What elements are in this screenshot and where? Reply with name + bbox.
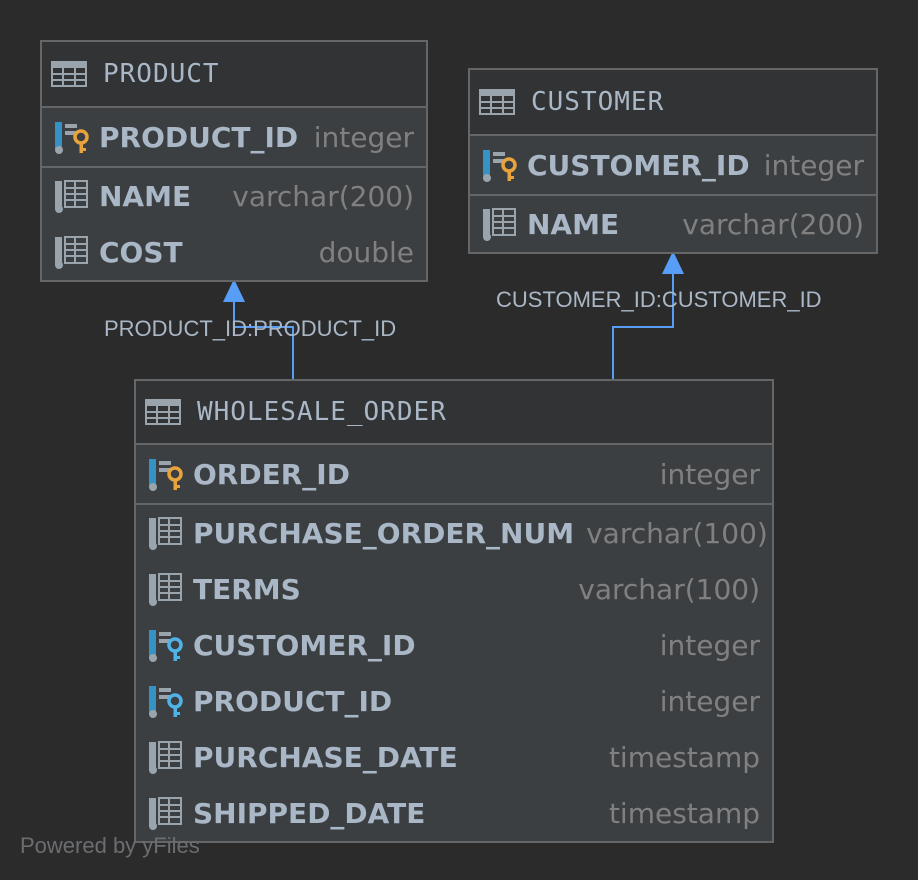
column-row[interactable]: PURCHASE_ORDER_NUM varchar(100) bbox=[136, 505, 772, 561]
column-row[interactable]: NAME varchar(200) bbox=[42, 168, 426, 224]
column-name: CUSTOMER_ID bbox=[193, 628, 416, 662]
relation-label-product: PRODUCT_ID:PRODUCT_ID bbox=[104, 316, 397, 341]
column-icon bbox=[147, 572, 185, 606]
column-type: varchar(200) bbox=[682, 207, 864, 241]
column-type: integer bbox=[659, 684, 760, 718]
column-row[interactable]: ORDER_ID integer bbox=[136, 445, 772, 503]
table-icon bbox=[479, 89, 515, 115]
primary-key-column-icon bbox=[481, 148, 519, 182]
entity-customer[interactable]: CUSTOMER CUSTOMER_ID integer NAME varcha… bbox=[468, 68, 878, 254]
column-row[interactable]: NAME varchar(200) bbox=[470, 196, 876, 252]
column-icon bbox=[53, 179, 91, 213]
column-row[interactable]: PURCHASE_DATE timestamp bbox=[136, 729, 772, 785]
column-type: integer bbox=[313, 120, 414, 154]
column-type: double bbox=[318, 235, 414, 269]
column-name: TERMS bbox=[193, 572, 301, 606]
column-type: timestamp bbox=[608, 796, 760, 830]
table-icon bbox=[145, 399, 181, 425]
relation-edge-customer[interactable] bbox=[612, 251, 684, 379]
arrowhead-icon bbox=[662, 251, 684, 274]
table-icon bbox=[51, 61, 87, 87]
column-row[interactable]: TERMS varchar(100) bbox=[136, 561, 772, 617]
column-type: integer bbox=[659, 628, 760, 662]
column-icon bbox=[147, 796, 185, 830]
column-name: PRODUCT_ID bbox=[99, 120, 299, 154]
entity-header: CUSTOMER bbox=[470, 70, 876, 136]
column-type: varchar(100) bbox=[586, 516, 768, 550]
foreign-key-column-icon bbox=[147, 684, 185, 718]
column-type: integer bbox=[763, 148, 864, 182]
column-icon bbox=[481, 207, 519, 241]
column-type: varchar(100) bbox=[578, 572, 760, 606]
entity-title: WHOLESALE_ORDER bbox=[197, 397, 447, 427]
column-name: PURCHASE_ORDER_NUM bbox=[193, 516, 575, 550]
column-row[interactable]: SHIPPED_DATE timestamp bbox=[136, 785, 772, 841]
column-icon bbox=[147, 516, 185, 550]
column-name: PRODUCT_ID bbox=[193, 684, 393, 718]
column-type: integer bbox=[659, 457, 760, 491]
relation-edge-product[interactable] bbox=[223, 279, 294, 379]
column-row[interactable]: CUSTOMER_ID integer bbox=[470, 136, 876, 194]
column-name: COST bbox=[99, 235, 183, 269]
watermark: Powered by yFiles bbox=[20, 833, 200, 858]
column-icon bbox=[53, 235, 91, 269]
column-row[interactable]: CUSTOMER_ID integer bbox=[136, 617, 772, 673]
foreign-key-column-icon bbox=[147, 628, 185, 662]
entity-wholesale-order[interactable]: WHOLESALE_ORDER ORDER_ID integer PURCHAS… bbox=[134, 379, 774, 843]
entity-title: PRODUCT bbox=[103, 59, 220, 89]
entity-product[interactable]: PRODUCT PRODUCT_ID integer NAME varchar(… bbox=[40, 40, 428, 282]
column-type: timestamp bbox=[608, 740, 760, 774]
entity-header: WHOLESALE_ORDER bbox=[136, 381, 772, 445]
entity-header: PRODUCT bbox=[42, 42, 426, 108]
column-icon bbox=[147, 740, 185, 774]
column-row[interactable]: COST double bbox=[42, 224, 426, 280]
column-type: varchar(200) bbox=[232, 179, 414, 213]
arrowhead-icon bbox=[223, 279, 245, 302]
primary-key-column-icon bbox=[147, 457, 185, 491]
column-name: NAME bbox=[527, 207, 620, 241]
column-name: ORDER_ID bbox=[193, 457, 350, 491]
column-name: CUSTOMER_ID bbox=[527, 148, 750, 182]
column-name: NAME bbox=[99, 179, 192, 213]
column-row[interactable]: PRODUCT_ID integer bbox=[42, 108, 426, 166]
column-row[interactable]: PRODUCT_ID integer bbox=[136, 673, 772, 729]
relation-label-customer: CUSTOMER_ID:CUSTOMER_ID bbox=[496, 287, 822, 312]
primary-key-column-icon bbox=[53, 120, 91, 154]
column-name: SHIPPED_DATE bbox=[193, 796, 426, 830]
entity-title: CUSTOMER bbox=[531, 87, 665, 117]
column-name: PURCHASE_DATE bbox=[193, 740, 458, 774]
